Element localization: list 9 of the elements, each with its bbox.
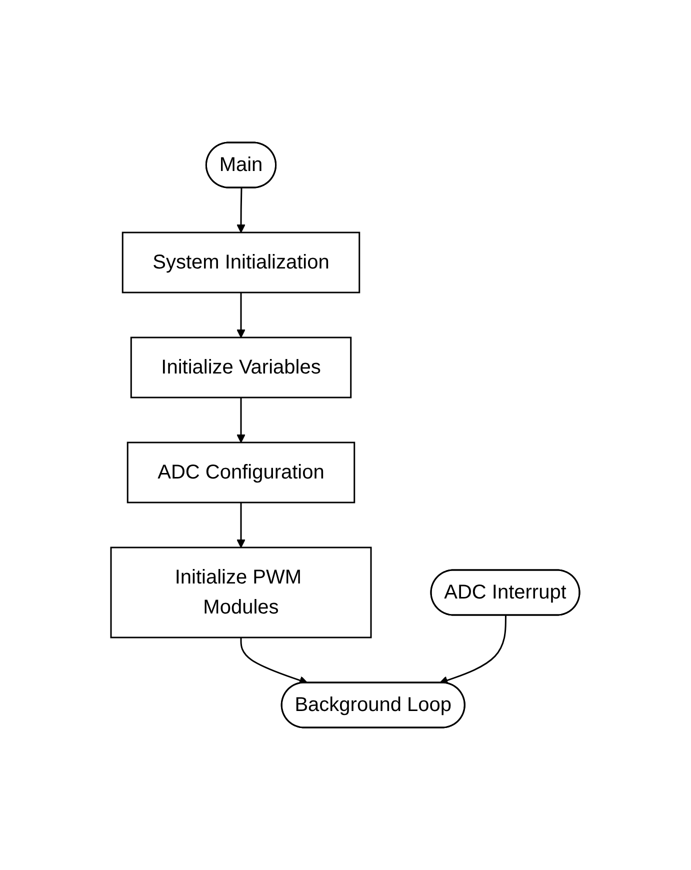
node-box: ADC Configuration <box>127 442 356 504</box>
arrow <box>236 188 246 233</box>
arrow <box>236 398 246 443</box>
node-box: Initialize PWM Modules <box>110 546 372 638</box>
node-box: Initialize Variables <box>130 336 352 398</box>
arrow <box>236 292 246 338</box>
arrow <box>236 502 246 548</box>
node-box: System Initialization <box>122 232 360 294</box>
arrow <box>440 615 507 685</box>
